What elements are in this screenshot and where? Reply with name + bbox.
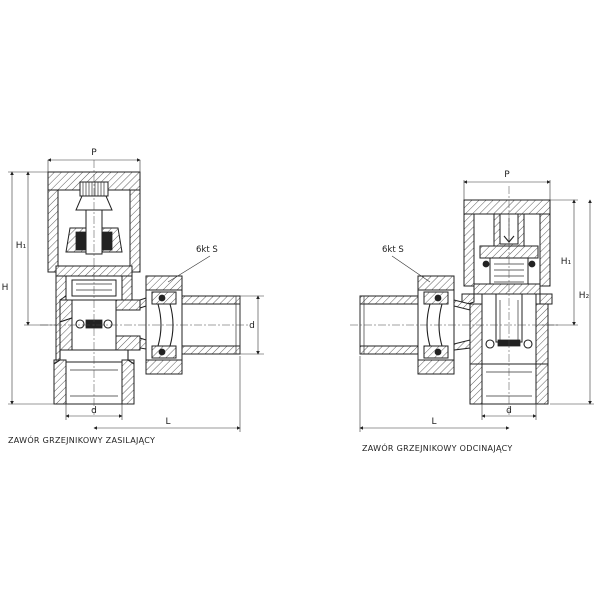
left-caption: ZAWÓR GRZEJNIKOWY ZASILAJĄCY bbox=[8, 434, 155, 445]
right-dim-H2: H₂ bbox=[550, 199, 594, 405]
right-caption: ZAWÓR GRZEJNIKOWY ODCINAJĄCY bbox=[362, 442, 513, 453]
right-cap bbox=[463, 199, 551, 295]
left-label-H: H bbox=[2, 283, 9, 293]
left-valve: P H H₁ d d bbox=[2, 148, 264, 445]
left-label-H1: H₁ bbox=[16, 241, 27, 251]
left-dim-P: P bbox=[47, 148, 141, 172]
left-dim-L: L bbox=[93, 356, 241, 432]
right-dim-d-bottom: d bbox=[481, 404, 537, 420]
right-label-H1: H₁ bbox=[561, 257, 572, 267]
right-body bbox=[461, 293, 553, 405]
left-knurl bbox=[82, 182, 105, 196]
right-label-L: L bbox=[431, 417, 436, 427]
left-dim-d-vertical: d bbox=[240, 295, 264, 355]
left-label-L: L bbox=[165, 417, 170, 427]
right-dim-P: P bbox=[463, 170, 551, 200]
left-label-P: P bbox=[91, 148, 97, 158]
right-label-H2: H₂ bbox=[579, 291, 590, 301]
left-label-d-vertical: d bbox=[249, 321, 255, 331]
right-dim-L: L bbox=[359, 356, 510, 432]
right-dim-H1: H₁ bbox=[540, 199, 578, 326]
left-label-d-bottom: d bbox=[91, 406, 97, 416]
right-leader-S: 6kt S bbox=[382, 245, 431, 283]
right-label-P: P bbox=[504, 170, 510, 180]
right-label-S: 6kt S bbox=[382, 245, 404, 255]
left-body bbox=[53, 275, 141, 405]
right-label-d-bottom: d bbox=[506, 406, 512, 416]
left-dim-H1: H₁ bbox=[16, 171, 56, 326]
left-leader-S: 6kt S bbox=[167, 245, 218, 283]
left-label-S: 6kt S bbox=[196, 245, 218, 255]
right-valve: P H₁ H₂ d L 6kt S bbox=[350, 170, 594, 453]
left-dim-d-bottom: d bbox=[65, 404, 123, 420]
